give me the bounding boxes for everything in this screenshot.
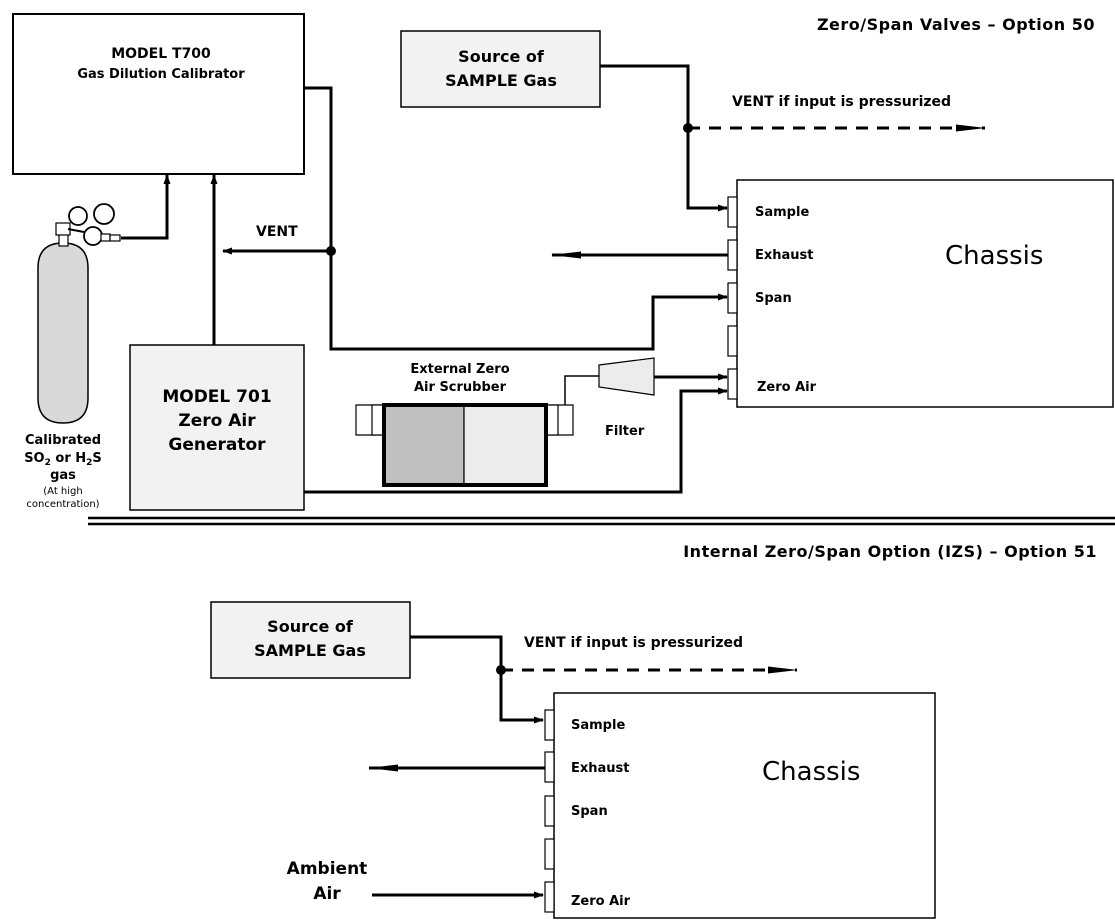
chassis-label-bottom: Chassis [762,757,860,787]
generator-to-zero-air-line [304,387,728,494]
cylinder-to-calibrator-line [121,174,171,240]
generator-line1: MODEL 701 [162,387,271,407]
vent-label: VENT [256,224,298,240]
filter [598,357,655,396]
port-zero-air [727,368,738,400]
port-label-span: Span [755,291,792,306]
chassis-top: Chassis Sample Exhaust Span Zero Air [727,179,1114,408]
regulator-gauge-right [93,203,115,225]
sample-line [600,64,728,212]
calibrator-title: MODEL T700 [111,46,211,62]
regulator-outlet [100,233,111,242]
calibrator-output-line [304,86,728,351]
generator-line2: Zero Air [178,411,256,431]
port-sample [727,196,738,228]
cylinder-label-1: Calibrated [25,433,101,448]
port-exhaust [727,239,738,271]
port-label-sample: Sample [755,205,809,220]
scrubber-fitting-right [546,404,574,436]
vent-pressurized-label: VENT if input is pressurized [732,94,951,110]
sample-source-line1: Source of [458,47,545,66]
ambient-air-label-1: Ambient [287,859,368,879]
scrubber [355,403,574,487]
port-label-zero-air-bottom: Zero Air [571,894,631,909]
sample-source-bottom-line2: SAMPLE Gas [254,641,366,660]
cylinder-label-3: gas [50,468,76,483]
port-zero-air-bottom [544,881,555,913]
cylinder-label-4: (At high [43,486,82,497]
port-label-exhaust-bottom: Exhaust [571,761,630,776]
filter-label: Filter [605,424,645,439]
vent-pressurized-label-bottom: VENT if input is pressurized [524,635,743,651]
sample-source-bottom-line1: Source of [267,617,354,636]
scrubber-to-filter-line [564,375,599,405]
cylinder-neck [58,233,69,247]
sample-source-box-bottom: Source of SAMPLE Gas [210,601,411,679]
generator-line3: Generator [168,435,266,455]
regulator-gauge-lower [83,226,103,246]
regulator-body [67,228,85,233]
sample-line-bottom [410,635,544,724]
port-unused [727,325,738,357]
cylinder-label-5: concentration) [26,499,99,510]
calibrator-subtitle: Gas Dilution Calibrator [77,67,245,82]
port-label-zero-air: Zero Air [757,380,817,395]
cylinder-valve [55,222,71,236]
ambient-air-label-2: Air [313,884,341,904]
scrubber-fitting-left [355,404,384,436]
port-label-sample-bottom: Sample [571,718,625,733]
port-label-exhaust: Exhaust [755,248,814,263]
scrubber-label-1: External Zero [410,362,509,377]
scrubber-left-chamber [383,404,465,486]
gas-cylinder [37,203,121,424]
chassis-bottom: Chassis Sample Exhaust Span Zero Air [544,692,936,919]
bottom-section-title: Internal Zero/Span Option (IZS) – Option… [683,542,1097,561]
port-sample-bottom [544,709,555,741]
top-section-title: Zero/Span Valves – Option 50 [817,15,1095,34]
sample-source-box: Source of SAMPLE Gas [400,30,601,108]
regulator-fitting [109,234,121,242]
scrubber-outline [382,403,548,487]
cylinder-body [37,242,89,424]
scrubber-right-chamber [463,404,547,486]
chassis-label: Chassis [945,241,1043,271]
port-exhaust-bottom [544,751,555,783]
port-unused-bottom [544,838,555,870]
regulator-gauge-left [68,206,88,226]
zero-air-generator-box: MODEL 701 Zero Air Generator [129,344,305,511]
scrubber-label-2: Air Scrubber [414,380,507,395]
cylinder-label-2: SO2 or H2S [24,451,102,468]
sample-source-line2: SAMPLE Gas [445,71,557,90]
calibrator-box: MODEL T700 Gas Dilution Calibrator [12,13,305,175]
port-label-span-bottom: Span [571,804,608,819]
port-span [727,282,738,314]
port-span-bottom [544,795,555,827]
